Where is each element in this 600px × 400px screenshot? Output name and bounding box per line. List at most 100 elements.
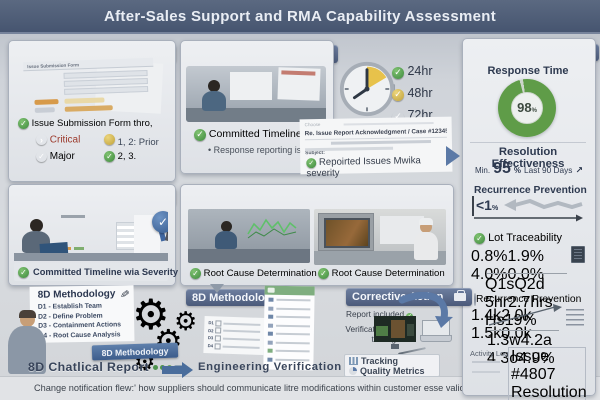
email-card: Choose Re. Issue Report Acknowledgment /… <box>299 116 453 179</box>
engineering-arrow <box>162 366 182 374</box>
resolution-suffix: Last 90 Days <box>524 165 573 175</box>
email-faint-text: Choose <box>304 121 321 128</box>
title-banner: After-Sales Support and RMA Capability A… <box>0 0 600 34</box>
committed-severity-text: Committed Timeline wia Severity <box>33 267 179 277</box>
email-check-row: ✓ Repoirted Issues Mwika severity <box>306 155 452 179</box>
severity-minor-label: 2, 3. <box>117 151 137 162</box>
8d-ribbon-text: 8D Methodology <box>101 345 169 358</box>
tracking-text: Tracking <box>361 356 399 366</box>
verification-text: Verification <box>345 324 386 334</box>
machine-bed <box>314 251 446 265</box>
check-icon: ✓ <box>474 233 485 244</box>
kpi-arrow-icon <box>446 146 460 166</box>
recurrence-bars-card: Recurrence Prevention 1.4k2.0k 1.5k0.0k … <box>468 291 588 367</box>
check-icon: ✓ <box>306 158 317 169</box>
desk <box>186 108 326 122</box>
activity-log: Activity Log Issue #4807 Resolution Data… <box>468 345 588 400</box>
issue-submission-form: Issue Submission Form <box>23 57 155 117</box>
pen-icon: ✎ <box>116 288 131 300</box>
response-time-value: 98 <box>517 100 532 115</box>
image-monitor-icon <box>324 218 370 248</box>
page-title: After-Sales Support and RMA Capability A… <box>104 7 496 25</box>
resolution-label: Resolution Effectiveness <box>491 146 565 170</box>
lot-yticks: 0.8%1.9% 4.0%0.0% <box>471 248 544 283</box>
8d-ribbon: 8D Methodology <box>91 342 179 361</box>
arrow-right <box>156 97 173 104</box>
checklist-row <box>267 331 310 337</box>
response-time-donut: 98 % <box>498 79 556 137</box>
hash-lines <box>566 309 584 329</box>
trend-up-icon: ↗ <box>575 165 584 175</box>
corrective-scene <box>372 312 452 356</box>
recurrence-bars-label: Recurrence Prevention <box>476 294 582 305</box>
technical-scene-right <box>314 209 446 265</box>
sla-48hr: ✓ 48hr <box>392 86 433 101</box>
check-icon: ✓ <box>392 66 404 79</box>
caption-text: Change notification flew:' how suppliers… <box>34 383 488 393</box>
bar-chart-icon <box>349 357 358 365</box>
check-icon: ✓ <box>392 111 404 123</box>
check-icon: ✓ <box>18 266 29 278</box>
pie-chart-icon <box>349 367 357 375</box>
checklist-row <box>267 340 310 345</box>
form-field-lines <box>30 73 59 94</box>
chart-monitor-icon <box>244 212 302 244</box>
checklist-row <box>267 348 310 354</box>
quality-metrics-text: Quality Metrics <box>360 366 425 376</box>
8d-report-text: 8D Chatlical Report <box>28 360 150 374</box>
8d-card-row: D4 <box>207 342 260 351</box>
recurrence-line-value: <1 <box>476 197 492 213</box>
sla-24hr-label: 24hr <box>407 64 433 78</box>
checklist-row <box>268 297 311 303</box>
recurrence-line-label: Recurrence Prevention <box>474 185 587 196</box>
activity-log-row: Issue #4807 Resolution Data <box>508 347 587 400</box>
sla-24hr: ✓ 24hr <box>392 64 433 79</box>
response-time-unit: % <box>531 108 537 114</box>
severity-critical: › Critical <box>36 134 80 146</box>
root-cause-text-1: Root Cause Determination <box>203 268 317 279</box>
8d-mini-card: D1 D2 D3 D4 <box>203 315 265 356</box>
bullet-icon: • <box>208 145 212 155</box>
lot-traceability-label: Lot Traceability <box>488 232 563 244</box>
person-figure <box>214 221 240 251</box>
person-figure <box>200 80 230 112</box>
curved-arrow-icon <box>398 292 453 328</box>
checklist-row <box>268 306 311 311</box>
recurrence-line-card: Recurrence Prevention <1 % <box>468 182 588 225</box>
priority-icon <box>104 134 115 145</box>
arrow-down <box>58 174 65 180</box>
response-bullet-row: • Response reporting issue <box>208 145 316 155</box>
resolution-value: 95 <box>493 160 511 177</box>
tracking-quality-box: Tracking Quality Metrics <box>344 354 440 377</box>
recurrence-xticks: 1.3w4.2a 4.3o4.9% <box>487 332 555 367</box>
gear-icon: ⚙ <box>132 291 170 338</box>
severity-priority-label: 1, 2: Prior <box>117 137 159 148</box>
check-icon: ✓ <box>392 88 404 101</box>
clipboard-icon <box>35 333 52 354</box>
image-monitor-icon <box>372 314 418 349</box>
form-major-pill <box>34 107 55 113</box>
root-cause-text-2: Root Cause Determination <box>331 268 445 279</box>
engineering-verification-label: Engineering Verification <box>198 361 342 373</box>
person-figure <box>412 217 442 263</box>
8d-panel-title: 8D Methodology <box>192 291 278 304</box>
technical-scene-left <box>188 209 310 263</box>
severity-major-label: Major <box>49 151 75 162</box>
monitor-icon <box>277 67 321 101</box>
response-bullet-text: Response reporting issue <box>213 145 316 155</box>
rising-trend-line <box>488 304 562 326</box>
8d-checklist-document <box>263 285 315 371</box>
initial-response-left-scene: ✓ <box>14 209 168 261</box>
recurrence-line-unit: % <box>491 205 499 212</box>
committed-severity-bar: ✓ Committed Timeline wia Severity <box>14 263 178 281</box>
8d-report-banner: 8D Chatlical Report <box>28 360 185 374</box>
chip-icon <box>571 246 585 263</box>
ribbon-badge-icon: ✓ <box>152 211 168 233</box>
committed-timeline-text: Committed Timeline <box>208 128 302 140</box>
resolution-value-row: Min. 95 % Last 90 Days ↗ <box>468 160 590 178</box>
activity-log-label: Activity Log <box>470 349 509 358</box>
arrow-right <box>170 230 180 237</box>
axis-line <box>474 214 583 222</box>
desk <box>14 253 168 261</box>
